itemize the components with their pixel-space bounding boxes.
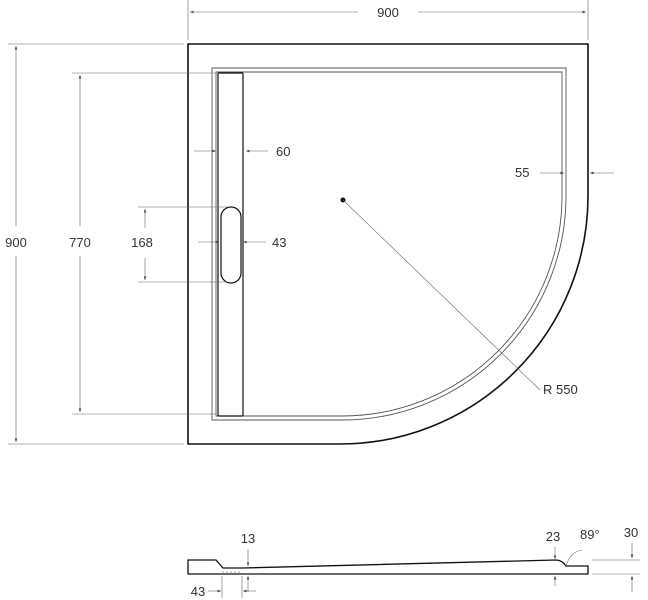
drain-height-label: 168 [131,235,153,250]
inner-depth-label: 770 [69,235,91,250]
drain-slot [220,206,242,284]
basin-inner-lip [215,71,563,417]
channel-width-label: 60 [276,144,290,159]
rim-angle-label: 89° [580,527,600,542]
left-depth-label: 900 [5,235,27,250]
rim-width-label: 55 [515,165,529,180]
rim-angle-arc [565,549,583,567]
radius-leader [342,199,541,391]
plan-view: R 550 900 900 770 168 60 43 [5,0,614,445]
edge-thickness-label: 23 [546,529,560,544]
basin-outline [211,67,567,421]
drain-width-label: 43 [272,235,286,250]
total-height-label: 30 [624,525,638,540]
top-width-label: 900 [377,5,399,20]
section-view: 13 43 23 89° 30 [187,525,640,599]
drain-offset-label: 43 [191,584,205,599]
tray-outline [187,43,589,445]
drain-depth-label: 13 [241,531,255,546]
drain-channel [217,72,244,417]
section-profile [187,559,589,575]
radius-label: R 550 [543,382,578,397]
